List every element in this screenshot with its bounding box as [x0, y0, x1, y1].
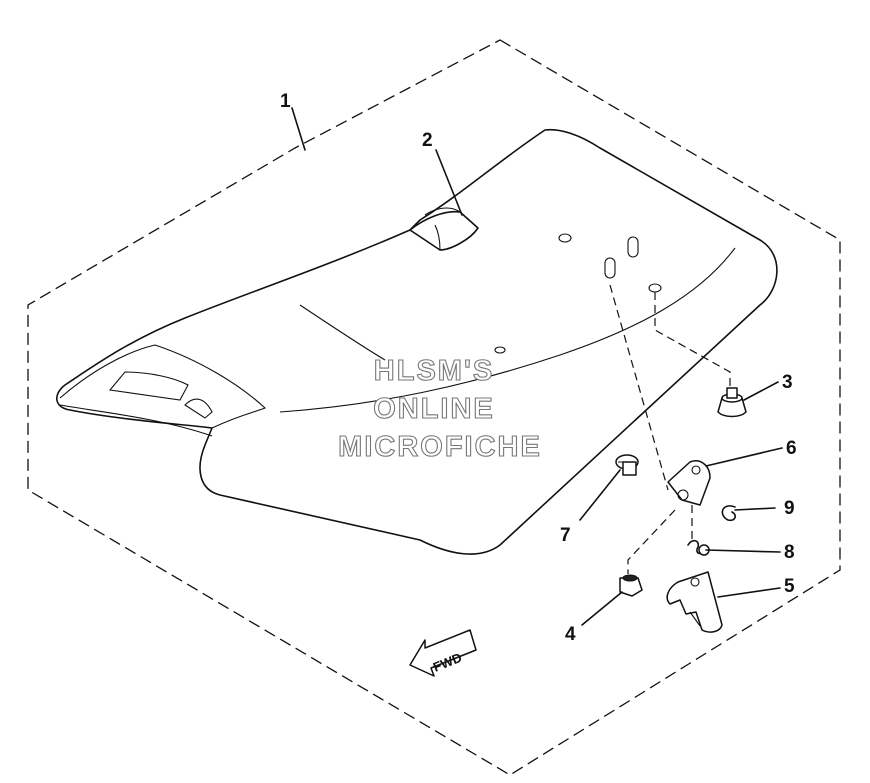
part-9-clip — [721, 505, 737, 522]
watermark: HLSM'S ONLINE MICROFICHE — [338, 354, 542, 463]
callout-8: 8 — [784, 542, 795, 563]
part-8-spring — [687, 539, 710, 556]
assembly-line — [627, 509, 676, 574]
callout-5: 5 — [784, 576, 795, 597]
part-3-damper — [717, 387, 747, 418]
part-7-bolt — [615, 454, 639, 476]
watermark-line-3: MICROFICHE — [338, 431, 542, 463]
fwd-arrow-icon: FWD — [409, 629, 477, 677]
watermark-line-2: ONLINE — [373, 393, 495, 425]
part-5-lock-hook — [666, 571, 723, 633]
leader-lines — [291, 107, 783, 626]
callout-7: 7 — [560, 525, 571, 546]
callout-2: 2 — [422, 130, 433, 151]
part-4-nut — [619, 574, 643, 597]
callout-6: 6 — [786, 438, 797, 459]
assembly-line — [609, 284, 669, 491]
watermark-line-1: HLSM'S — [374, 355, 494, 387]
callout-3: 3 — [782, 372, 793, 393]
part-6-bracket — [667, 460, 711, 506]
callout-9: 9 — [784, 498, 795, 519]
seat — [56, 128, 778, 555]
callout-4: 4 — [565, 624, 576, 645]
assembly-boundary — [27, 39, 841, 776]
assembly-line — [654, 292, 731, 392]
callout-1: 1 — [280, 91, 291, 112]
